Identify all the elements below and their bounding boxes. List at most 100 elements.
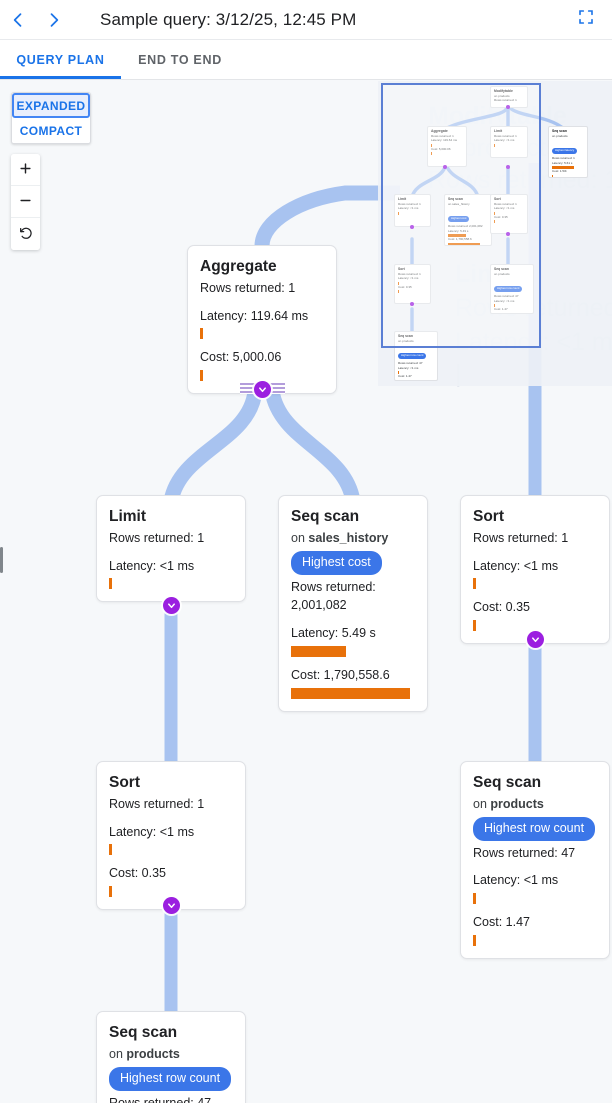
minimap-node-line: Rows returned: 2,001,082 [448, 224, 483, 229]
minimap-latency-bar [398, 211, 399, 215]
minimap-node-title: Seq scan [398, 334, 413, 338]
node-title: Aggregate [200, 258, 277, 275]
minimap-node-line: Latency: 5.49 s [448, 228, 469, 233]
node-aggregate[interactable]: Aggregate Rows returned: 1 Latency: 119.… [187, 245, 337, 395]
minimap-node-line: Latency: <1 ms [494, 138, 515, 143]
node-relation-name: products [490, 796, 544, 811]
node-cost: Cost: 1,790,558.6 [291, 667, 390, 682]
minimap-latency-bar [494, 143, 495, 147]
minimap-latency-bar [494, 211, 495, 215]
latency-bar [109, 578, 112, 590]
node-sort-left[interactable]: Sort Rows returned: 1 Latency: <1 ms Cos… [96, 761, 246, 911]
node-title: Seq scan [473, 774, 542, 791]
minimap-node-line: Rows returned: 1 [398, 201, 421, 206]
minimap-node-title: Seq scan [494, 267, 509, 271]
minimap-node-line: on products [494, 93, 510, 98]
node-latency: Latency: <1 ms [473, 558, 559, 573]
minimap-node-title: Sort [398, 267, 405, 271]
reset-view-button[interactable] [11, 218, 40, 250]
node-title: Seq scan [291, 508, 360, 525]
status-badge-highest-row-count: Highest row count [473, 817, 596, 841]
view-mode-group: EXPANDED COMPACT [11, 92, 91, 144]
node-title: Sort [473, 508, 504, 525]
minimap-toggle-dot [443, 165, 447, 169]
node-relation: on products [473, 795, 597, 813]
minimap-node: Aggregate Rows returned: 1 Latency: 119.… [427, 126, 467, 167]
collapse-toggle-limit[interactable] [163, 597, 180, 614]
zoom-control-group [11, 154, 40, 250]
tab-query-plan[interactable]: QUERY PLAN [0, 40, 121, 79]
minimap-status-badge: Highest latency [552, 147, 578, 154]
minimap-node-line: on sales_history [448, 201, 470, 206]
app-header: Sample query: 3/12/25, 12:45 PM [0, 0, 612, 40]
tab-end-to-end[interactable]: END TO END [138, 52, 222, 67]
minimap-node-title: Limit [398, 197, 407, 201]
minimap-node-line: Rows returned: 1 [494, 201, 517, 206]
page-title: Sample query: 3/12/25, 12:45 PM [100, 9, 357, 29]
minimap-node-line: Cost: 1,790,558.6 [448, 237, 472, 242]
minimap-node-line: Rows returned: 1 [398, 271, 421, 276]
back-button[interactable] [0, 2, 36, 38]
minimap-node-line: Cost: 0.35 [494, 214, 508, 219]
node-rows-returned: Rows returned: 47 [473, 845, 576, 860]
node-rows-returned: Rows returned: 1 [109, 796, 205, 811]
minimap-node-line: on products [494, 271, 510, 276]
minimap-cost-bar [448, 242, 480, 245]
minimap-node-line: Rows returned: 1 [494, 98, 517, 103]
node-rows-returned: Rows returned: 2,001,082 [291, 579, 376, 613]
minimap-toggle-dot [506, 105, 510, 109]
node-title: Limit [109, 508, 147, 525]
node-relation: on products [109, 1045, 233, 1063]
minimap-latency-bar [431, 143, 432, 147]
node-rows-returned: Rows returned: 47 [109, 1095, 212, 1103]
collapse-toggle-aggregate[interactable] [254, 381, 271, 398]
status-badge-highest-cost: Highest cost [291, 551, 382, 575]
canvas-scrollbar-handle[interactable] [0, 547, 3, 573]
minimap-node-title: Aggregate [431, 129, 448, 133]
minimap-latency-bar [448, 234, 466, 238]
node-seqscan-products-right[interactable]: Seq scan on products Highest row count R… [460, 761, 610, 959]
zoom-in-button[interactable] [11, 154, 40, 186]
fullscreen-button[interactable] [566, 0, 606, 40]
node-cost: Cost: 1.47 [473, 915, 530, 930]
latency-bar [200, 328, 203, 340]
node-seqscan-sales-history[interactable]: Seq scan on sales_history Highest cost R… [278, 495, 428, 712]
node-latency: Latency: 119.64 ms [200, 308, 309, 323]
minimap[interactable]: Modifytable on products Rows returned: 1… [378, 81, 612, 386]
zoom-out-button[interactable] [11, 186, 40, 218]
plan-canvas[interactable]: Modifytable on products Rows returned: 1… [0, 81, 612, 1103]
minimap-node-title: Seq scan [448, 197, 463, 201]
minimap-latency-bar [494, 304, 495, 308]
chevron-left-icon [8, 10, 28, 30]
minimap-viewport-rect[interactable] [381, 83, 541, 348]
cost-bar [473, 620, 476, 632]
node-rows-returned: Rows returned: 1 [473, 530, 569, 545]
minimap-toggle-dot [506, 165, 510, 169]
minimap-latency-bar [398, 371, 399, 375]
mode-expanded-button[interactable]: EXPANDED [12, 93, 90, 118]
node-latency: Latency: <1 ms [473, 873, 559, 888]
node-sort-right[interactable]: Sort Rows returned: 1 Latency: <1 ms Cos… [460, 495, 610, 645]
node-limit[interactable]: Limit Rows returned: 1 Latency: <1 ms [96, 495, 246, 603]
plus-icon [18, 161, 33, 179]
node-relation-name: products [126, 1046, 180, 1061]
node-latency: Latency: <1 ms [109, 558, 195, 573]
tab-bar: QUERY PLAN END TO END [0, 40, 612, 80]
forward-button[interactable] [36, 2, 72, 38]
minimap-status-badge: Highest cost [448, 215, 470, 222]
collapse-toggle-sort-left[interactable] [163, 897, 180, 914]
minimap-node-line: Cost: 1.53t [552, 169, 567, 174]
minimap-node: Seq scan on products Highest row count R… [394, 331, 438, 381]
minimap-node: Seq scan on products Highest row count R… [490, 264, 534, 314]
minimap-latency-bar [552, 166, 574, 170]
node-seqscan-products-bottom[interactable]: Seq scan on products Highest row count R… [96, 1011, 246, 1103]
minimap-node-title: Modifytable [494, 89, 513, 93]
minimap-node-line: Latency: <1 ms [398, 365, 419, 370]
minimap-node-line: Cost: 1.47 [398, 374, 412, 379]
collapse-toggle-sort-right[interactable] [527, 631, 544, 648]
mode-compact-button[interactable]: COMPACT [12, 118, 90, 143]
latency-bar [473, 578, 476, 590]
cost-bar [109, 886, 112, 898]
minimap-toggle-dot [506, 232, 510, 236]
minimap-cost-bar [552, 174, 553, 177]
